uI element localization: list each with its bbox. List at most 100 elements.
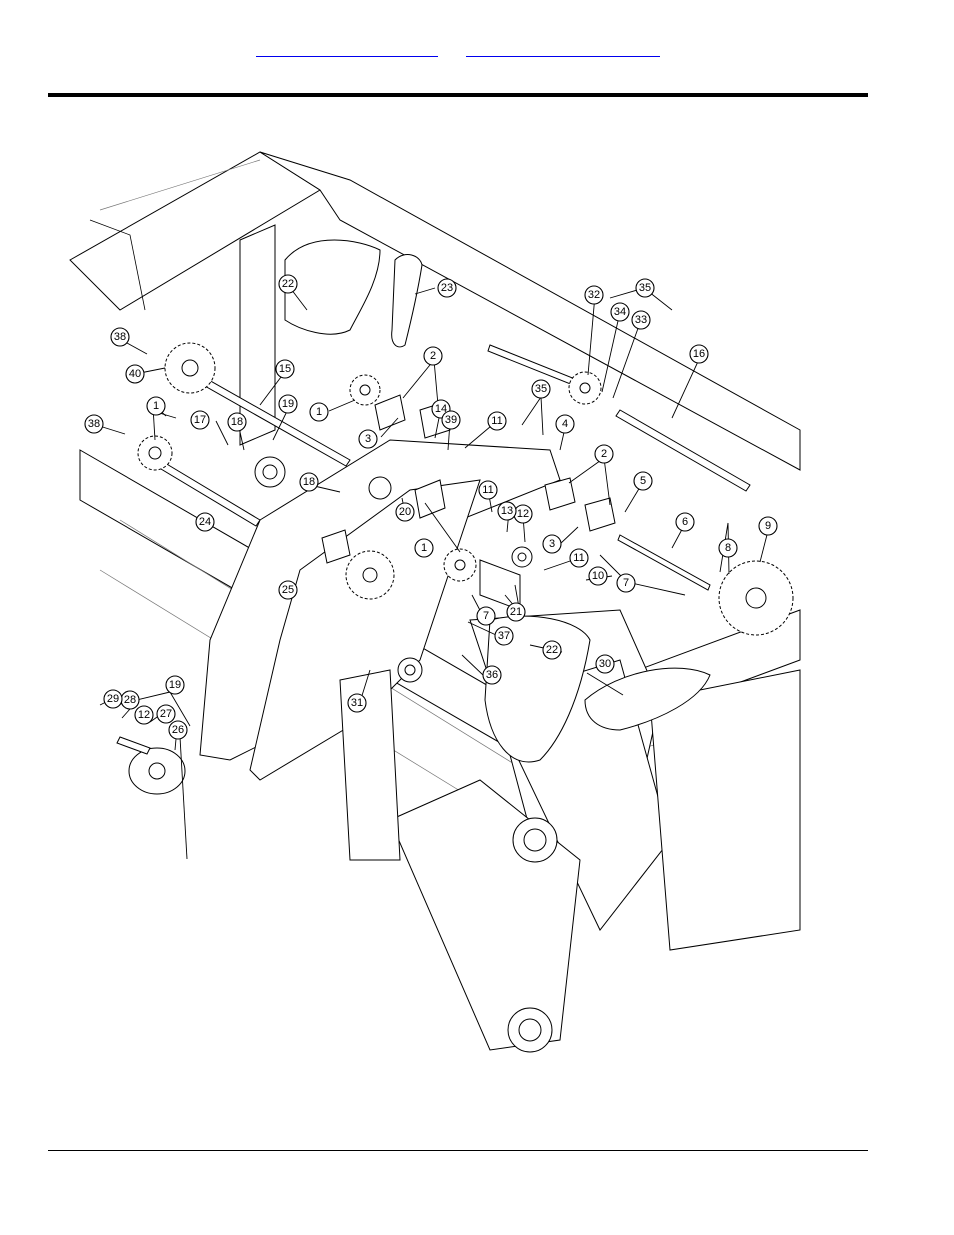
svg-text:40: 40 bbox=[129, 368, 141, 380]
svg-text:38: 38 bbox=[114, 331, 126, 343]
callout-bubble[interactable]: 21 bbox=[506, 602, 526, 622]
callout-bubble[interactable]: 1 bbox=[146, 396, 166, 416]
svg-text:4: 4 bbox=[562, 418, 568, 430]
svg-text:21: 21 bbox=[510, 606, 522, 618]
svg-text:5: 5 bbox=[640, 475, 646, 487]
svg-text:3: 3 bbox=[365, 433, 371, 445]
svg-text:1: 1 bbox=[153, 400, 159, 412]
svg-text:27: 27 bbox=[160, 708, 172, 720]
callout-bubble[interactable]: 23 bbox=[437, 278, 457, 298]
callout-bubble[interactable]: 30 bbox=[595, 654, 615, 674]
svg-text:24: 24 bbox=[199, 516, 211, 528]
callout-bubble[interactable]: 32 bbox=[584, 285, 604, 305]
callout-bubble[interactable]: 22 bbox=[542, 640, 562, 660]
callout-bubble[interactable]: 3 bbox=[542, 534, 562, 554]
callout-bubble[interactable]: 20 bbox=[395, 502, 415, 522]
svg-text:29: 29 bbox=[107, 693, 119, 705]
svg-text:9: 9 bbox=[765, 520, 771, 532]
svg-text:23: 23 bbox=[441, 282, 453, 294]
callout-bubble[interactable]: 27 bbox=[156, 704, 176, 724]
svg-text:36: 36 bbox=[486, 669, 498, 681]
callout-leaders bbox=[92, 284, 770, 860]
callout-bubble[interactable]: 38 bbox=[110, 327, 130, 347]
callout-bubble[interactable]: 4 bbox=[555, 414, 575, 434]
callout-bubble[interactable]: 33 bbox=[631, 310, 651, 330]
callout-bubble[interactable]: 19 bbox=[278, 394, 298, 414]
svg-text:6: 6 bbox=[682, 516, 688, 528]
callout-bubble[interactable]: 10 bbox=[588, 566, 608, 586]
callout-bubble[interactable]: 26 bbox=[168, 720, 188, 740]
callout-bubble[interactable]: 38 bbox=[84, 414, 104, 434]
callout-bubble[interactable]: 11 bbox=[569, 548, 589, 568]
callout-bubble[interactable]: 12 bbox=[134, 705, 154, 725]
callout-bubble[interactable]: 15 bbox=[275, 359, 295, 379]
svg-text:39: 39 bbox=[445, 414, 457, 426]
callout-bubble[interactable]: 3 bbox=[358, 429, 378, 449]
callout-bubble[interactable]: 22 bbox=[278, 274, 298, 294]
svg-text:13: 13 bbox=[501, 505, 513, 517]
frame-drawing bbox=[69, 151, 801, 1053]
nav-link-right[interactable] bbox=[466, 44, 660, 57]
svg-text:33: 33 bbox=[635, 314, 647, 326]
nav-link-left[interactable] bbox=[256, 44, 438, 57]
svg-text:14: 14 bbox=[435, 403, 447, 415]
callout-bubble[interactable]: 25 bbox=[278, 580, 298, 600]
callout-bubble[interactable]: 2 bbox=[423, 346, 443, 366]
svg-text:32: 32 bbox=[588, 289, 600, 301]
svg-text:25: 25 bbox=[282, 584, 294, 596]
svg-text:26: 26 bbox=[172, 724, 184, 736]
callout-bubble[interactable]: 37 bbox=[494, 626, 514, 646]
callout-bubble[interactable]: 39 bbox=[441, 410, 461, 430]
callout-bubble[interactable]: 9 bbox=[758, 516, 778, 536]
callout-bubble[interactable]: 8 bbox=[718, 538, 738, 558]
callout-bubble[interactable]: 29 bbox=[103, 689, 123, 709]
callout-bubble[interactable]: 16 bbox=[689, 344, 709, 364]
callout-bubble[interactable]: 13 bbox=[497, 501, 517, 521]
svg-text:11: 11 bbox=[482, 484, 493, 496]
callout-bubble[interactable]: 31 bbox=[347, 693, 367, 713]
svg-text:31: 31 bbox=[351, 697, 363, 709]
svg-text:11: 11 bbox=[491, 415, 502, 427]
svg-text:7: 7 bbox=[483, 610, 489, 622]
callout-bubble[interactable]: 24 bbox=[195, 512, 215, 532]
svg-text:37: 37 bbox=[498, 630, 510, 642]
svg-text:18: 18 bbox=[303, 476, 315, 488]
callout-bubble[interactable]: 1 bbox=[414, 538, 434, 558]
callout-bubble[interactable]: 1 bbox=[309, 402, 329, 422]
callout-bubble[interactable]: 7 bbox=[616, 573, 636, 593]
callout-bubble[interactable]: 11 bbox=[487, 411, 507, 431]
callout-bubble[interactable]: 19 bbox=[165, 675, 185, 695]
callout-bubble[interactable]: 17 bbox=[190, 410, 210, 430]
svg-text:19: 19 bbox=[282, 398, 294, 410]
svg-text:28: 28 bbox=[124, 694, 136, 706]
callout-bubble[interactable]: 34 bbox=[610, 302, 630, 322]
callout-bubble[interactable]: 2 bbox=[594, 444, 614, 464]
svg-text:3: 3 bbox=[549, 538, 555, 550]
callout-bubble[interactable]: 11 bbox=[478, 480, 498, 500]
callout-bubble[interactable]: 36 bbox=[482, 665, 502, 685]
callout-bubble[interactable]: 18 bbox=[299, 472, 319, 492]
svg-text:15: 15 bbox=[279, 363, 291, 375]
callout-bubble[interactable]: 28 bbox=[120, 690, 140, 710]
svg-text:18: 18 bbox=[231, 416, 243, 428]
callout-bubble[interactable]: 6 bbox=[675, 512, 695, 532]
callout-bubble[interactable]: 5 bbox=[633, 471, 653, 491]
callout-bubble[interactable]: 12 bbox=[513, 504, 533, 524]
svg-text:38: 38 bbox=[88, 418, 100, 430]
svg-text:11: 11 bbox=[573, 552, 584, 564]
callout-bubble[interactable]: 18 bbox=[227, 412, 247, 432]
svg-text:30: 30 bbox=[599, 658, 611, 670]
callout-bubble[interactable]: 7 bbox=[476, 606, 496, 626]
svg-text:1: 1 bbox=[316, 406, 322, 418]
svg-text:16: 16 bbox=[693, 348, 705, 360]
svg-text:22: 22 bbox=[546, 644, 558, 656]
svg-text:35: 35 bbox=[639, 282, 651, 294]
svg-text:34: 34 bbox=[614, 306, 626, 318]
svg-text:22: 22 bbox=[282, 278, 294, 290]
bottom-rule bbox=[48, 1150, 868, 1151]
callout-bubble[interactable]: 40 bbox=[125, 364, 145, 384]
callout-bubble[interactable]: 35 bbox=[635, 278, 655, 298]
svg-text:2: 2 bbox=[601, 448, 607, 460]
svg-text:17: 17 bbox=[194, 414, 206, 426]
callout-bubble[interactable]: 35 bbox=[531, 379, 551, 399]
